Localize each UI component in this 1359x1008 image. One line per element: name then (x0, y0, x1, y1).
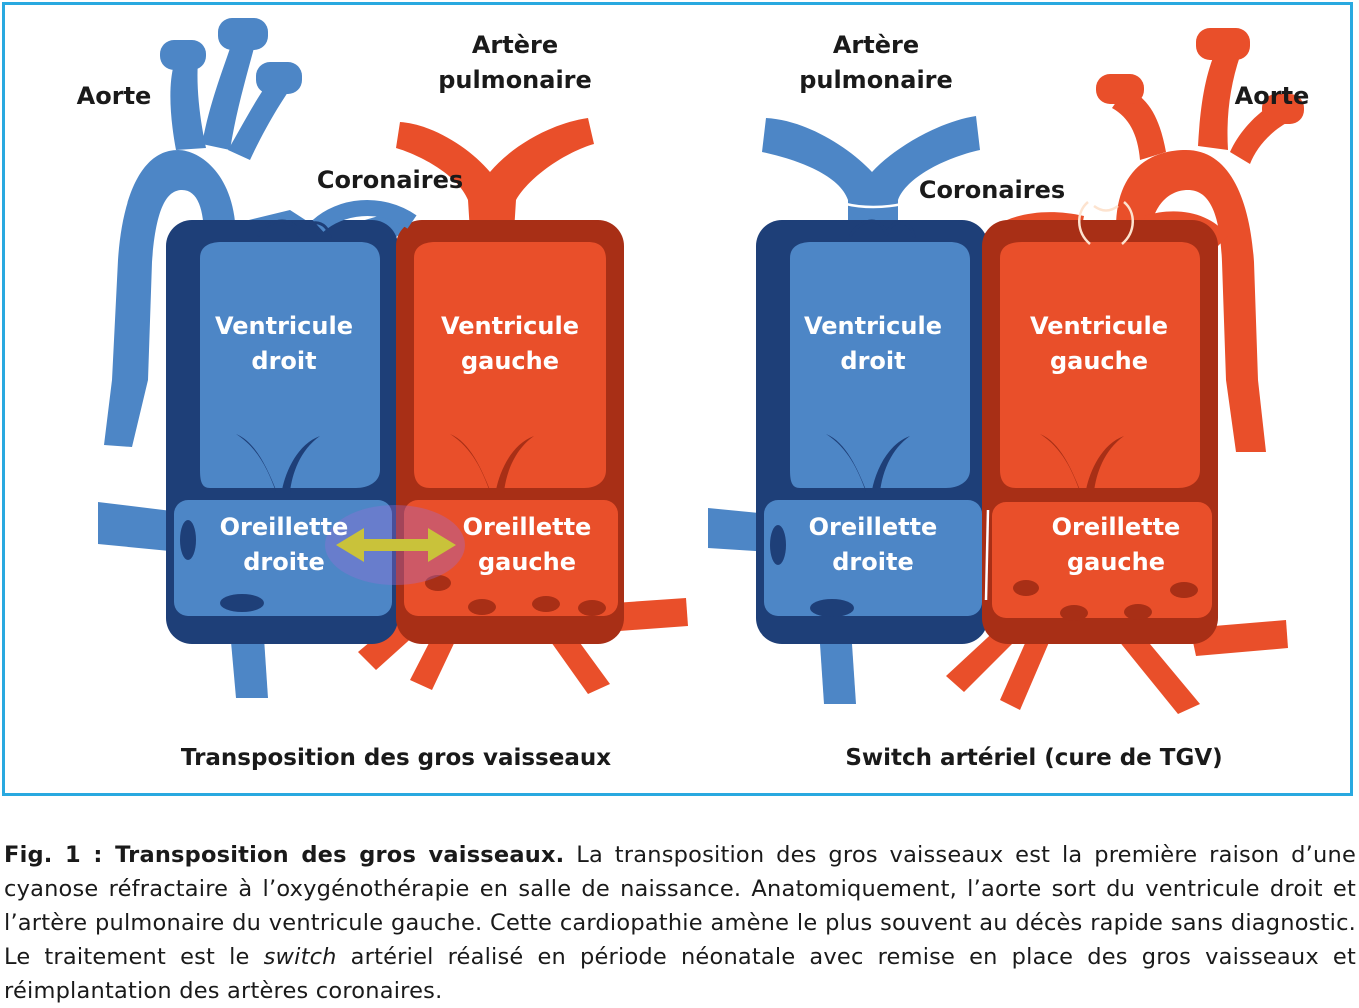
caption-lead: Fig. 1 : Transposition des gros vaisseau… (4, 842, 565, 868)
figure-caption: Fig. 1 : Transposition des gros vaisseau… (4, 838, 1356, 1008)
left-label-vg-2: gauche (461, 347, 559, 375)
caption-italic: switch (263, 944, 337, 970)
left-label-aorte: Aorte (77, 82, 152, 110)
left-label-og-1: Oreillette (463, 513, 592, 541)
right-coronary-reimplant (1078, 201, 1134, 245)
right-right-heart (756, 220, 988, 644)
right-label-aorte: Aorte (1235, 82, 1310, 110)
right-label-od-1: Oreillette (809, 513, 938, 541)
right-label-vd-1: Ventricule (804, 312, 942, 340)
right-pulmonary-suture (845, 202, 903, 209)
right-left-heart (982, 220, 1218, 644)
left-diagram-title: Transposition des gros vaisseaux (181, 745, 611, 771)
right-pulmonary-artery (762, 116, 980, 232)
caption-text-1: La transposition des gros vaisseaux est … (4, 842, 1356, 970)
right-label-og-2: gauche (1067, 548, 1165, 576)
right-diagram-title: Switch artériel (cure de TGV) (845, 745, 1222, 771)
right-label-od-2: droite (832, 548, 913, 576)
left-label-artere: Artère (472, 31, 558, 59)
left-shunt-arrow (336, 528, 456, 562)
left-right-heart (166, 220, 398, 644)
right-diagram (708, 28, 1304, 714)
right-label-og-1: Oreillette (1052, 513, 1181, 541)
left-label-og-2: gauche (478, 548, 576, 576)
right-label-vg-1: Ventricule (1030, 312, 1168, 340)
right-label-artere: Artère (833, 31, 919, 59)
left-label-pulmonaire: pulmonaire (438, 66, 592, 94)
right-valve (848, 219, 916, 239)
right-label-vg-2: gauche (1050, 347, 1148, 375)
right-atrial-septum-seam (984, 509, 990, 601)
right-label-vd-2: droit (840, 347, 905, 375)
left-label-od-2: droite (243, 548, 324, 576)
right-label-pulmonaire: pulmonaire (799, 66, 953, 94)
left-pulmonary-artery (396, 118, 594, 232)
right-label-coronaires: Coronaires (919, 176, 1065, 204)
left-label-vg-1: Ventricule (441, 312, 579, 340)
left-label-coronaires: Coronaires (317, 166, 463, 194)
left-diagram (98, 18, 688, 698)
left-label-od-1: Oreillette (220, 513, 349, 541)
left-label-vd-2: droit (251, 347, 316, 375)
left-label-vd-1: Ventricule (215, 312, 353, 340)
left-valve (256, 219, 332, 239)
caption-text-2: artériel réalisé en période néonatale av… (4, 944, 1356, 1004)
left-left-heart (396, 220, 624, 644)
left-coronary-branch (312, 200, 417, 233)
heart-diagrams: Aorte Artère pulmonaire Coronaires Artèr… (77, 18, 1310, 771)
